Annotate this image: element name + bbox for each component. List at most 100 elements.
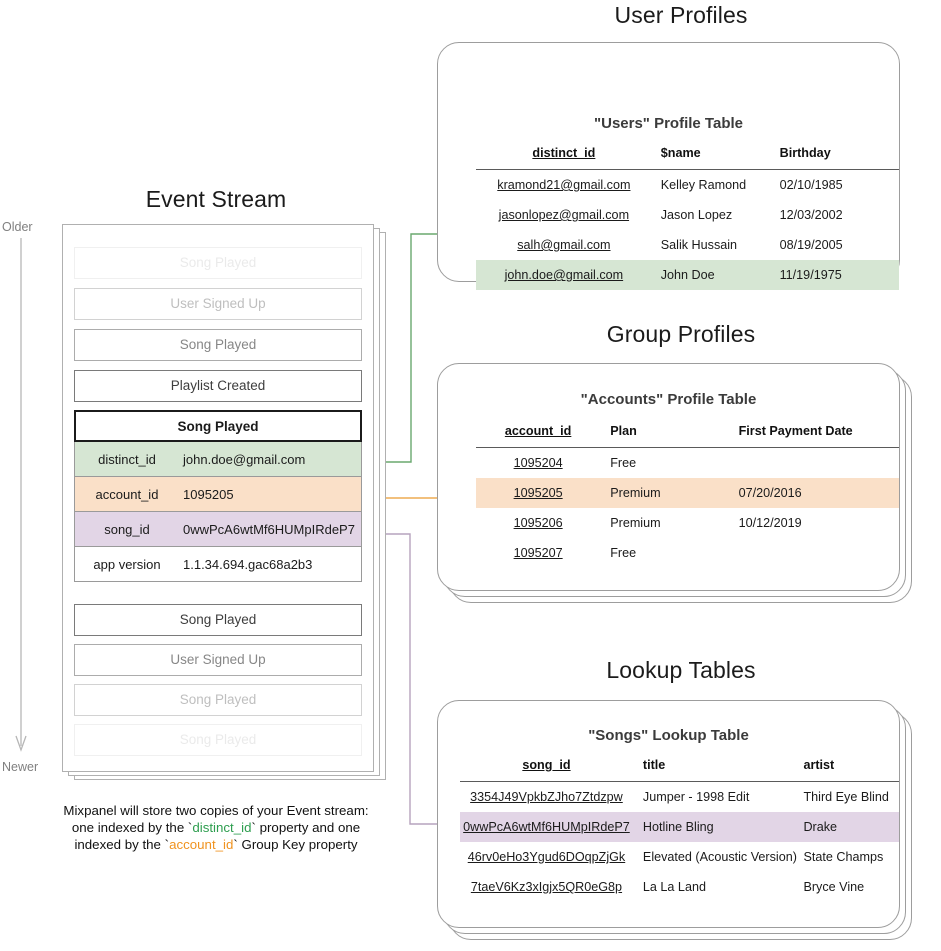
- column-header-artist: artist: [803, 758, 835, 772]
- event-property-row-distinct-id: distinct_id john.doe@gmail.com: [74, 442, 362, 477]
- cell-plan: Free: [610, 546, 637, 560]
- property-key: song_id: [104, 521, 150, 537]
- cell-artist: Third Eye Blind: [803, 790, 889, 804]
- event-item[interactable]: Song Played: [74, 604, 362, 636]
- cell-artist: Drake: [801, 812, 899, 842]
- cell-song-id: 46rv0eHo3Ygud6DOqpZjGk: [467, 850, 626, 864]
- cell-name: John Doe: [651, 260, 778, 290]
- cell-first-payment-date: 10/12/2019: [738, 516, 802, 530]
- cell-title: Hotline Bling: [632, 812, 802, 842]
- table-row-highlighted[interactable]: john.doe@gmail.com John Doe 11/19/1975: [476, 260, 899, 290]
- event-item[interactable]: Song Played: [74, 684, 362, 716]
- event-item[interactable]: Song Played: [74, 247, 362, 279]
- accounts-table: account_id Plan First Payment Date 10952…: [476, 424, 899, 568]
- column-header-first-payment-date: First Payment Date: [738, 424, 853, 438]
- caption-line-3-pre: indexed by the `: [74, 837, 170, 852]
- table-header-row: account_id Plan First Payment Date: [476, 424, 899, 448]
- cell-first-payment-date: 07/20/2016: [736, 478, 899, 508]
- property-value: 1.1.34.694.gac68a2b3: [183, 556, 313, 572]
- table-row[interactable]: 3354J49VpkbZJho7Ztdzpw Jumper - 1998 Edi…: [460, 782, 899, 813]
- cell-name: Jason Lopez: [660, 208, 733, 222]
- cell-song-id: 7taeV6Kz3xIgjx5QR0eG8p: [470, 880, 623, 894]
- cell-account-id: 1095204: [513, 456, 563, 470]
- column-header-name: $name: [660, 146, 701, 160]
- cell-title: Elevated (Acoustic Version): [642, 850, 797, 864]
- cell-plan: Free: [610, 456, 637, 470]
- event-property-row-app-version: app version 1.1.34.694.gac68a2b3: [74, 547, 362, 582]
- cell-plan: Premium: [610, 516, 661, 530]
- axis-label-older: Older: [2, 220, 33, 234]
- users-card: "Users" Profile Table distinct_id $name …: [437, 42, 900, 290]
- table-row-highlighted[interactable]: 0wwPcA6wtMf6HUMpIRdeP7 Hotline Bling Dra…: [460, 812, 899, 842]
- event-item[interactable]: Song Played: [74, 724, 362, 756]
- table-row[interactable]: 7taeV6Kz3xIgjx5QR0eG8p La La Land Bryce …: [460, 872, 899, 902]
- property-value: 1095205: [183, 486, 234, 502]
- column-header-account-id: account_id: [504, 424, 572, 438]
- time-direction-arrow-icon: [15, 238, 27, 752]
- property-value: 0wwPcA6wtMf6HUMpIRdeP7: [183, 521, 355, 537]
- table-header-row: distinct_id $name Birthday: [476, 146, 899, 170]
- lookup-tables-heading: Lookup Tables: [606, 657, 756, 683]
- accounts-table-title: "Accounts" Profile Table: [580, 391, 757, 408]
- cell-distinct-id: kramond21@gmail.com: [497, 178, 631, 192]
- lookup-tables-panel: "Songs" Lookup Table song_id title artis…: [437, 700, 937, 950]
- event-item[interactable]: User Signed Up: [74, 644, 362, 676]
- selected-event-card[interactable]: Song Played distinct_id john.doe@gmail.c…: [74, 410, 362, 582]
- column-header-birthday: Birthday: [779, 146, 831, 160]
- property-value: john.doe@gmail.com: [183, 451, 306, 467]
- column-header-title: title: [642, 758, 666, 772]
- cell-first-payment-date: [737, 448, 899, 479]
- event-stream-caption: Mixpanel will store two copies of your E…: [40, 802, 392, 853]
- event-item[interactable]: Playlist Created: [74, 370, 362, 402]
- caption-line-2-post: ` property and one: [251, 820, 361, 835]
- group-profiles-panel: "Accounts" Profile Table account_id Plan…: [437, 363, 937, 613]
- group-profiles-heading: Group Profiles: [606, 321, 756, 347]
- column-header-song-id: song_id: [522, 758, 571, 772]
- caption-token-distinct-id: distinct_id: [192, 820, 252, 835]
- cell-song-id: 0wwPcA6wtMf6HUMpIRdeP7: [460, 812, 633, 842]
- event-item[interactable]: User Signed Up: [74, 288, 362, 320]
- cell-birthday: 12/03/2002: [779, 208, 843, 222]
- column-header-plan: Plan: [610, 424, 637, 438]
- table-row[interactable]: 1095207 Free: [476, 538, 899, 568]
- table-row[interactable]: jasonlopez@gmail.com Jason Lopez 12/03/2…: [476, 200, 899, 230]
- cell-account-id: 1095207: [513, 546, 563, 560]
- cell-distinct-id: jasonlopez@gmail.com: [498, 208, 630, 222]
- event-property-row-account-id: account_id 1095205: [74, 477, 362, 512]
- property-key: distinct_id: [98, 451, 156, 467]
- user-profiles-heading: User Profiles: [614, 2, 748, 28]
- cell-account-id: 1095206: [513, 516, 563, 530]
- table-row[interactable]: kramond21@gmail.com Kelley Ramond 02/10/…: [476, 170, 899, 201]
- caption-token-account-id: account_id: [169, 837, 234, 852]
- table-row[interactable]: 1095206 Premium 10/12/2019: [476, 508, 899, 538]
- cell-song-id: 3354J49VpkbZJho7Ztdzpw: [470, 790, 623, 804]
- cell-artist: Bryce Vine: [803, 880, 865, 894]
- cell-first-payment-date: [737, 538, 899, 568]
- songs-card: "Songs" Lookup Table song_id title artis…: [437, 700, 900, 928]
- table-row[interactable]: 1095204 Free: [476, 448, 899, 479]
- caption-line-3-post: ` Group Key property: [233, 837, 358, 852]
- cell-birthday: 02/10/1985: [779, 178, 843, 192]
- cell-artist: State Champs: [803, 850, 884, 864]
- table-row-highlighted[interactable]: 1095205 Premium 07/20/2016: [476, 478, 899, 508]
- axis-label-newer: Newer: [2, 760, 39, 774]
- cell-distinct-id: john.doe@gmail.com: [476, 260, 652, 290]
- caption-line-1: Mixpanel will store two copies of your E…: [63, 803, 369, 818]
- cell-distinct-id: salh@gmail.com: [517, 238, 611, 252]
- users-table-title: "Users" Profile Table: [594, 115, 743, 132]
- property-key: app version: [93, 556, 161, 572]
- cell-name: Kelley Ramond: [660, 178, 747, 192]
- user-profiles-panel: "Users" Profile Table distinct_id $name …: [437, 42, 907, 290]
- event-item[interactable]: Song Played: [74, 329, 362, 361]
- users-table: distinct_id $name Birthday kramond21@gma…: [476, 146, 899, 290]
- songs-table-title: "Songs" Lookup Table: [588, 727, 749, 744]
- accounts-card: "Accounts" Profile Table account_id Plan…: [437, 363, 900, 591]
- event-stream-heading: Event Stream: [145, 186, 287, 212]
- table-row[interactable]: 46rv0eHo3Ygud6DOqpZjGk Elevated (Acousti…: [460, 842, 899, 872]
- property-key: account_id: [95, 486, 159, 502]
- table-row[interactable]: salh@gmail.com Salik Hussain 08/19/2005: [476, 230, 899, 260]
- cell-birthday: 08/19/2005: [779, 238, 843, 252]
- selected-event-name: Song Played: [74, 410, 362, 442]
- cell-title: Jumper - 1998 Edit: [642, 790, 750, 804]
